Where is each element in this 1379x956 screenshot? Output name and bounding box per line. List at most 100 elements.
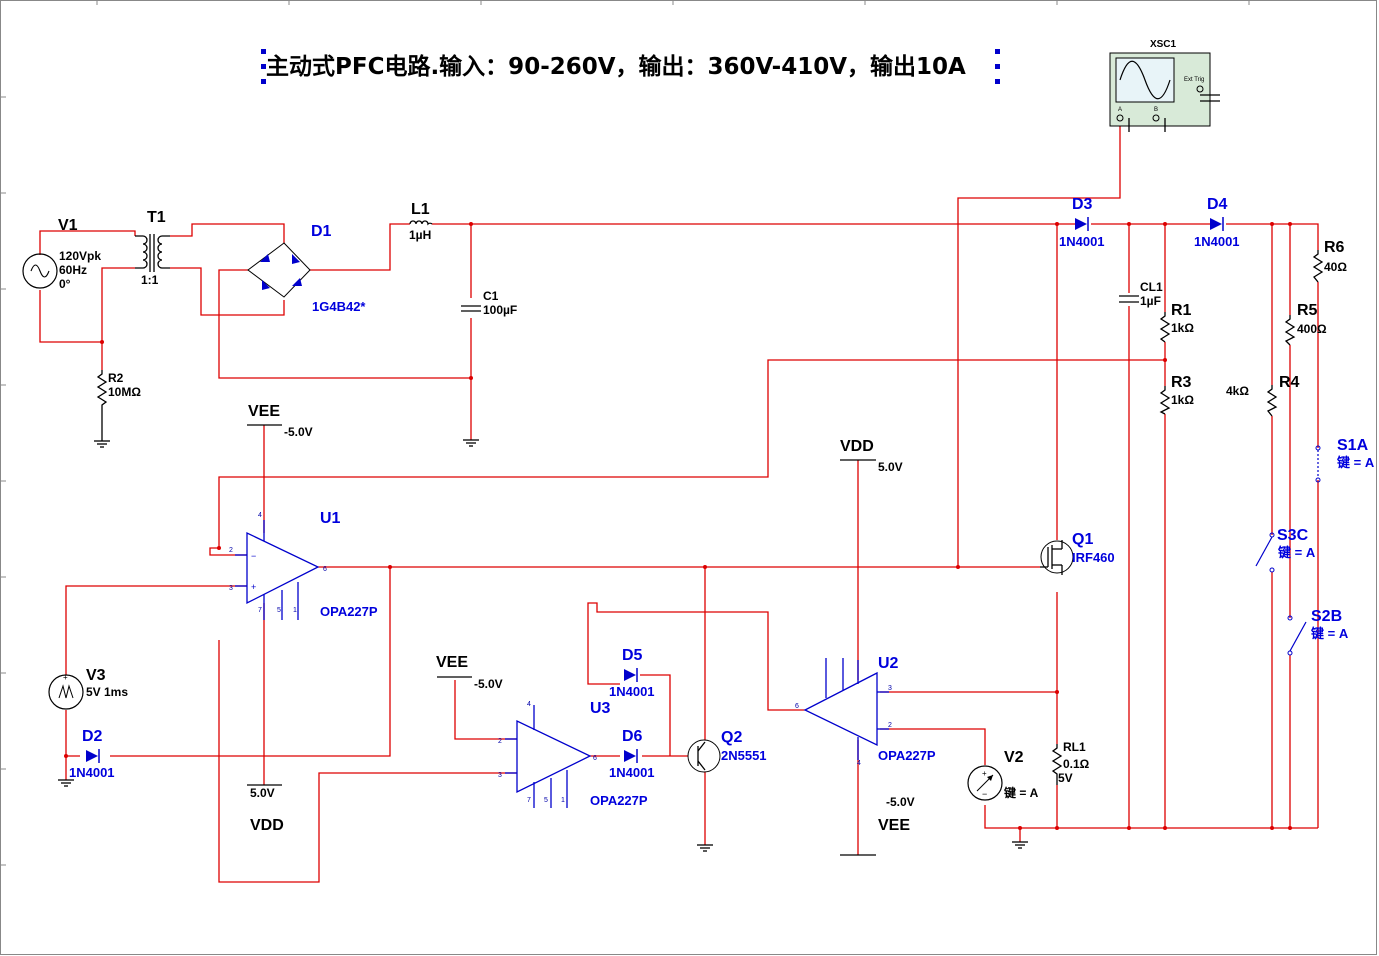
s3c-ref: S3C: [1277, 527, 1309, 544]
ac-source-v1[interactable]: V1 120Vpk 60Hz 0°: [22, 217, 101, 291]
bridge-rectifier-d1[interactable]: D1 1G4B42*: [247, 223, 366, 314]
v2-ref: V2: [1004, 749, 1024, 766]
voltage-source-v2[interactable]: + − V2 键 = A: [967, 749, 1039, 801]
resistor-r4[interactable]: R4 4kΩ: [1226, 374, 1300, 417]
rail-vee-3[interactable]: -5.0V VEE: [840, 795, 915, 856]
svg-text:3: 3: [229, 585, 233, 592]
d2-model: 1N4001: [69, 765, 115, 780]
switch-s3c[interactable]: S3C 键 = A: [1255, 527, 1316, 573]
vee2-name: VEE: [436, 654, 468, 671]
v1-frequency: 60Hz: [59, 263, 87, 277]
r6-value: 40Ω: [1324, 260, 1347, 274]
opamp-u2[interactable]: 3 2 6 4 U2 OPA227P: [795, 655, 936, 767]
svg-text:4: 4: [527, 701, 531, 708]
svg-text:6: 6: [795, 703, 799, 710]
svg-text:3: 3: [498, 772, 502, 779]
d3-model: 1N4001: [1059, 234, 1105, 249]
d4-ref: D4: [1207, 196, 1228, 213]
vdd1-name: VDD: [250, 817, 284, 834]
vee1-name: VEE: [248, 403, 280, 420]
diode-icon: [262, 280, 270, 290]
r2-ref: R2: [108, 371, 124, 385]
ground-icon: [697, 844, 713, 852]
diode-d4[interactable]: D4 1N4001: [1194, 196, 1240, 249]
v1-phase: 0°: [59, 277, 71, 291]
capacitor-cl1[interactable]: CL1 1µF: [1119, 280, 1163, 308]
d1-model: 1G4B42*: [312, 299, 366, 314]
vee1-value: -5.0V: [284, 425, 313, 439]
rail-vdd-1[interactable]: 5.0V VDD: [247, 784, 284, 834]
u1-ref: U1: [320, 510, 341, 527]
q1-ref: Q1: [1072, 531, 1093, 548]
c1-value: 100µF: [483, 303, 517, 317]
diode-d6[interactable]: D6 1N4001: [609, 728, 655, 780]
sine-wave-icon: [1119, 60, 1171, 100]
diode-d2[interactable]: D2 1N4001: [69, 728, 115, 780]
svg-text:1: 1: [293, 607, 297, 614]
r2-value: 10MΩ: [108, 385, 141, 399]
vdd2-value: 5.0V: [878, 460, 903, 474]
switch-s1a[interactable]: S1A 键 = A: [1315, 437, 1375, 483]
rl1-value: 0.1Ω: [1063, 757, 1090, 771]
resistor-r3[interactable]: R3 1kΩ: [1159, 374, 1194, 415]
d3-ref: D3: [1072, 196, 1093, 213]
q2-model: 2N5551: [721, 748, 767, 763]
opamp-u1[interactable]: 2 3 4 6 7 5 1 − + U1 OPA227P: [229, 510, 378, 620]
rail-vee-1[interactable]: VEE -5.0V: [247, 403, 313, 439]
capacitor-c1[interactable]: C1 100µF: [461, 289, 517, 317]
scope-ch-b: B: [1154, 107, 1158, 113]
switch-s2b[interactable]: S2B 键 = A: [1287, 608, 1349, 656]
diode-d3[interactable]: D3 1N4001: [1059, 196, 1105, 249]
svg-text:6: 6: [323, 566, 327, 573]
u3-ref: U3: [590, 700, 611, 717]
rail-vdd-2[interactable]: VDD 5.0V: [840, 438, 903, 474]
svg-text:1: 1: [561, 797, 565, 804]
s2b-key: 键 = A: [1310, 626, 1349, 641]
u1-model: OPA227P: [320, 604, 378, 619]
transformer-t1[interactable]: T1 1:1: [135, 209, 170, 287]
bjt-q2[interactable]: Q2 2N5551: [687, 729, 767, 773]
scope-ext-trig: Ext Trig: [1184, 77, 1204, 83]
c1-ref: C1: [483, 289, 499, 303]
d5-model: 1N4001: [609, 684, 655, 699]
oscilloscope-xsc1[interactable]: XSC1 Ext Trig A B: [1109, 39, 1220, 132]
svg-text:7: 7: [258, 607, 262, 614]
q1-model: IRF460: [1072, 550, 1115, 565]
rail-vee-2[interactable]: VEE -5.0V: [436, 654, 503, 691]
resistor-r1[interactable]: R1 1kΩ: [1159, 302, 1194, 343]
vee2-value: -5.0V: [474, 677, 503, 691]
resistor-r5[interactable]: R5 400Ω: [1284, 302, 1327, 346]
cl1-ref: CL1: [1140, 280, 1163, 294]
d4-model: 1N4001: [1194, 234, 1240, 249]
mosfet-q1[interactable]: Q1 IRF460: [1040, 531, 1115, 575]
svg-text:+: +: [63, 673, 68, 682]
r5-value: 400Ω: [1297, 322, 1327, 336]
resistor-rl1[interactable]: RL1 0.1Ω 5V: [1051, 740, 1090, 785]
opamp-u3[interactable]: 2 3 4 6 7 5 1 U3 OPA227P: [498, 700, 648, 808]
resistor-r6[interactable]: R6 40Ω: [1312, 239, 1347, 283]
svg-text:2: 2: [888, 722, 892, 729]
scope-ch-a: A: [1118, 107, 1122, 113]
pulse-wave-icon: [58, 684, 74, 699]
inductor-l1[interactable]: L1 1µH: [409, 201, 433, 242]
r6-ref: R6: [1324, 239, 1345, 256]
svg-text:−: −: [982, 789, 987, 799]
pulse-source-v3[interactable]: + V3 5V 1ms: [48, 667, 128, 710]
s3c-key: 键 = A: [1277, 545, 1316, 560]
cl1-value: 1µF: [1140, 294, 1161, 308]
v1-amplitude: 120Vpk: [59, 249, 101, 263]
diode-d5[interactable]: D5 1N4001: [609, 647, 655, 699]
u2-ref: U2: [878, 655, 899, 672]
s1a-ref: S1A: [1337, 437, 1369, 454]
r4-value: 4kΩ: [1226, 384, 1249, 398]
svg-text:4: 4: [857, 760, 861, 767]
svg-text:+: +: [982, 769, 987, 778]
ac-sine-icon: [30, 264, 50, 278]
resistor-r2[interactable]: R2 10MΩ: [96, 370, 141, 435]
svg-text:6: 6: [593, 755, 597, 762]
svg-text:5: 5: [277, 607, 281, 614]
q2-ref: Q2: [721, 729, 742, 746]
title-block[interactable]: 主动式PFC电路.输入：90-260V，输出：360V-410V，输出10A: [261, 49, 1000, 84]
